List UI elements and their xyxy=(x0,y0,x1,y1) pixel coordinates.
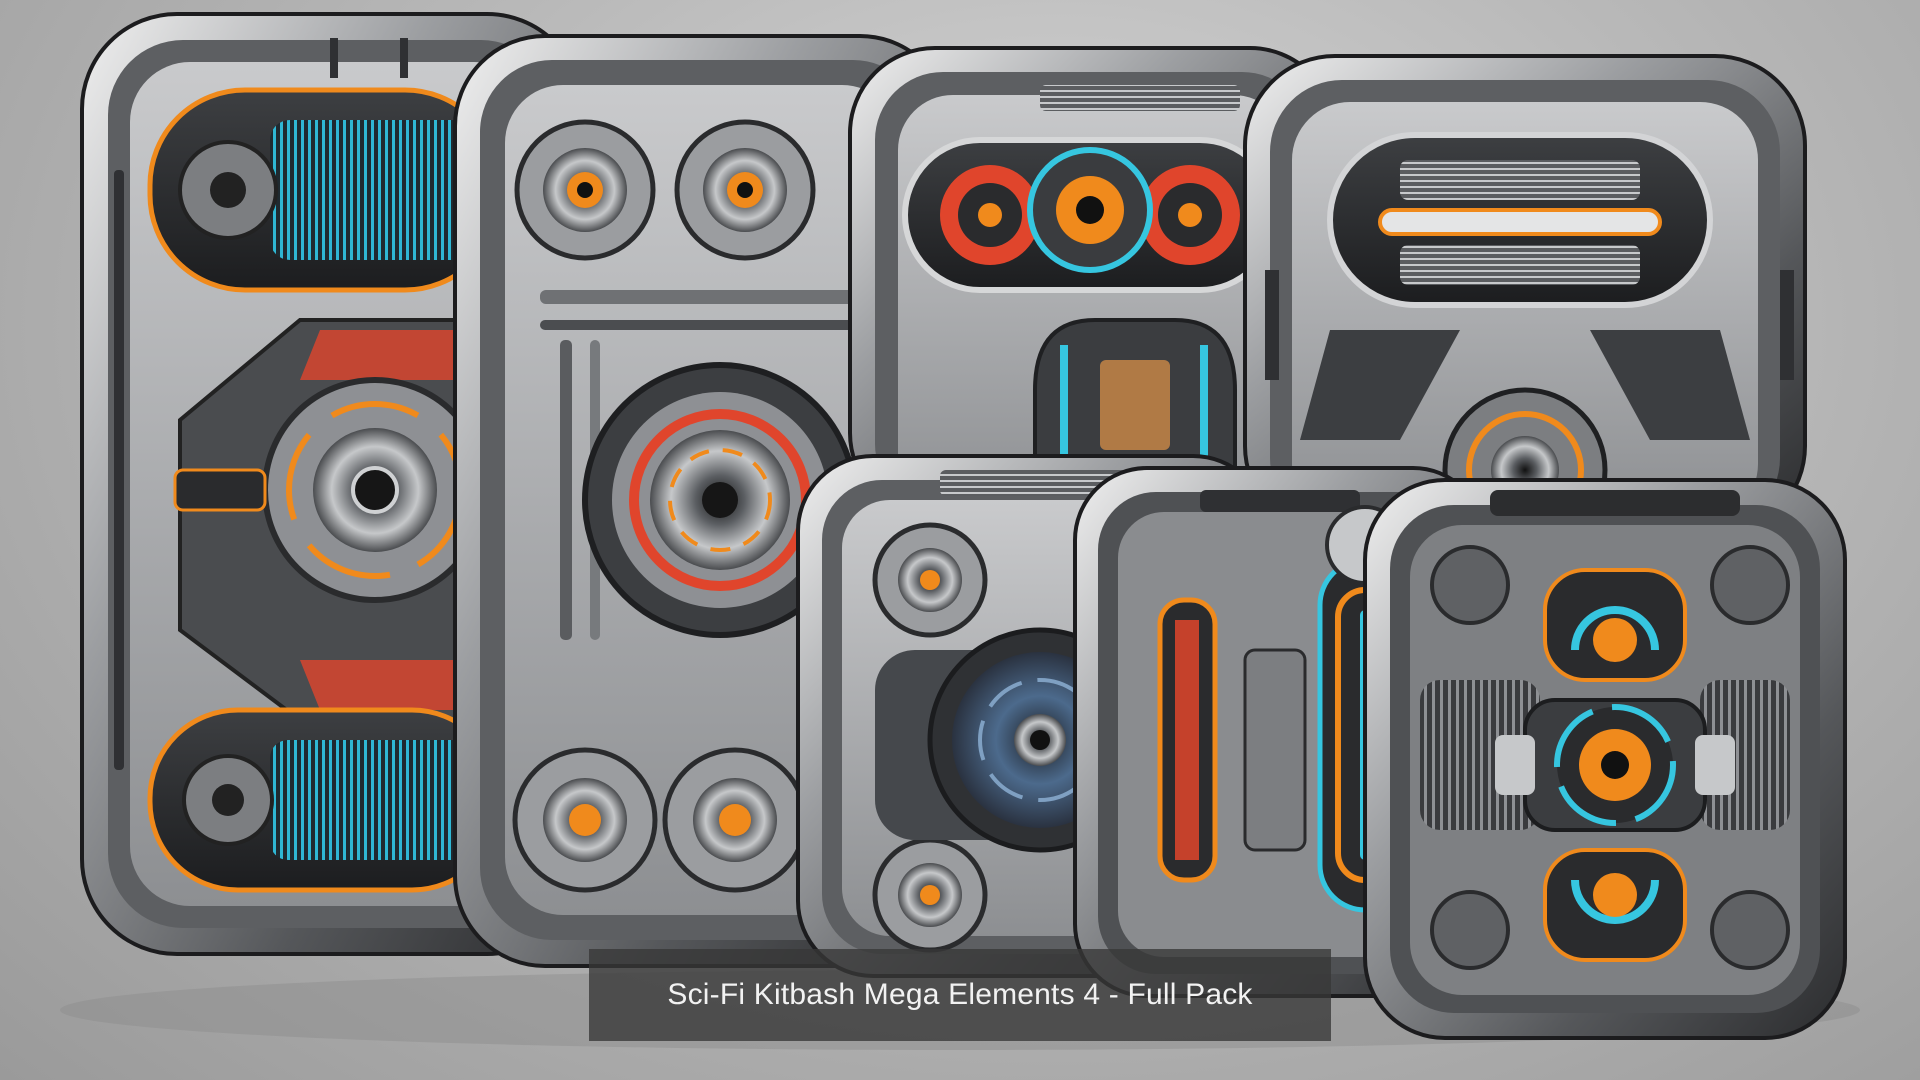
panel-4 xyxy=(1243,54,1807,553)
caption-text: Sci-Fi Kitbash Mega Elements 4 - Full Pa… xyxy=(667,978,1253,1011)
panel-7 xyxy=(1363,478,1847,1040)
panel-2 xyxy=(453,34,952,968)
caption-bar: Sci-Fi Kitbash Mega Elements 4 - Full Pa… xyxy=(589,949,1331,1041)
panel-1 xyxy=(80,12,584,956)
panel-3 xyxy=(848,46,1337,520)
